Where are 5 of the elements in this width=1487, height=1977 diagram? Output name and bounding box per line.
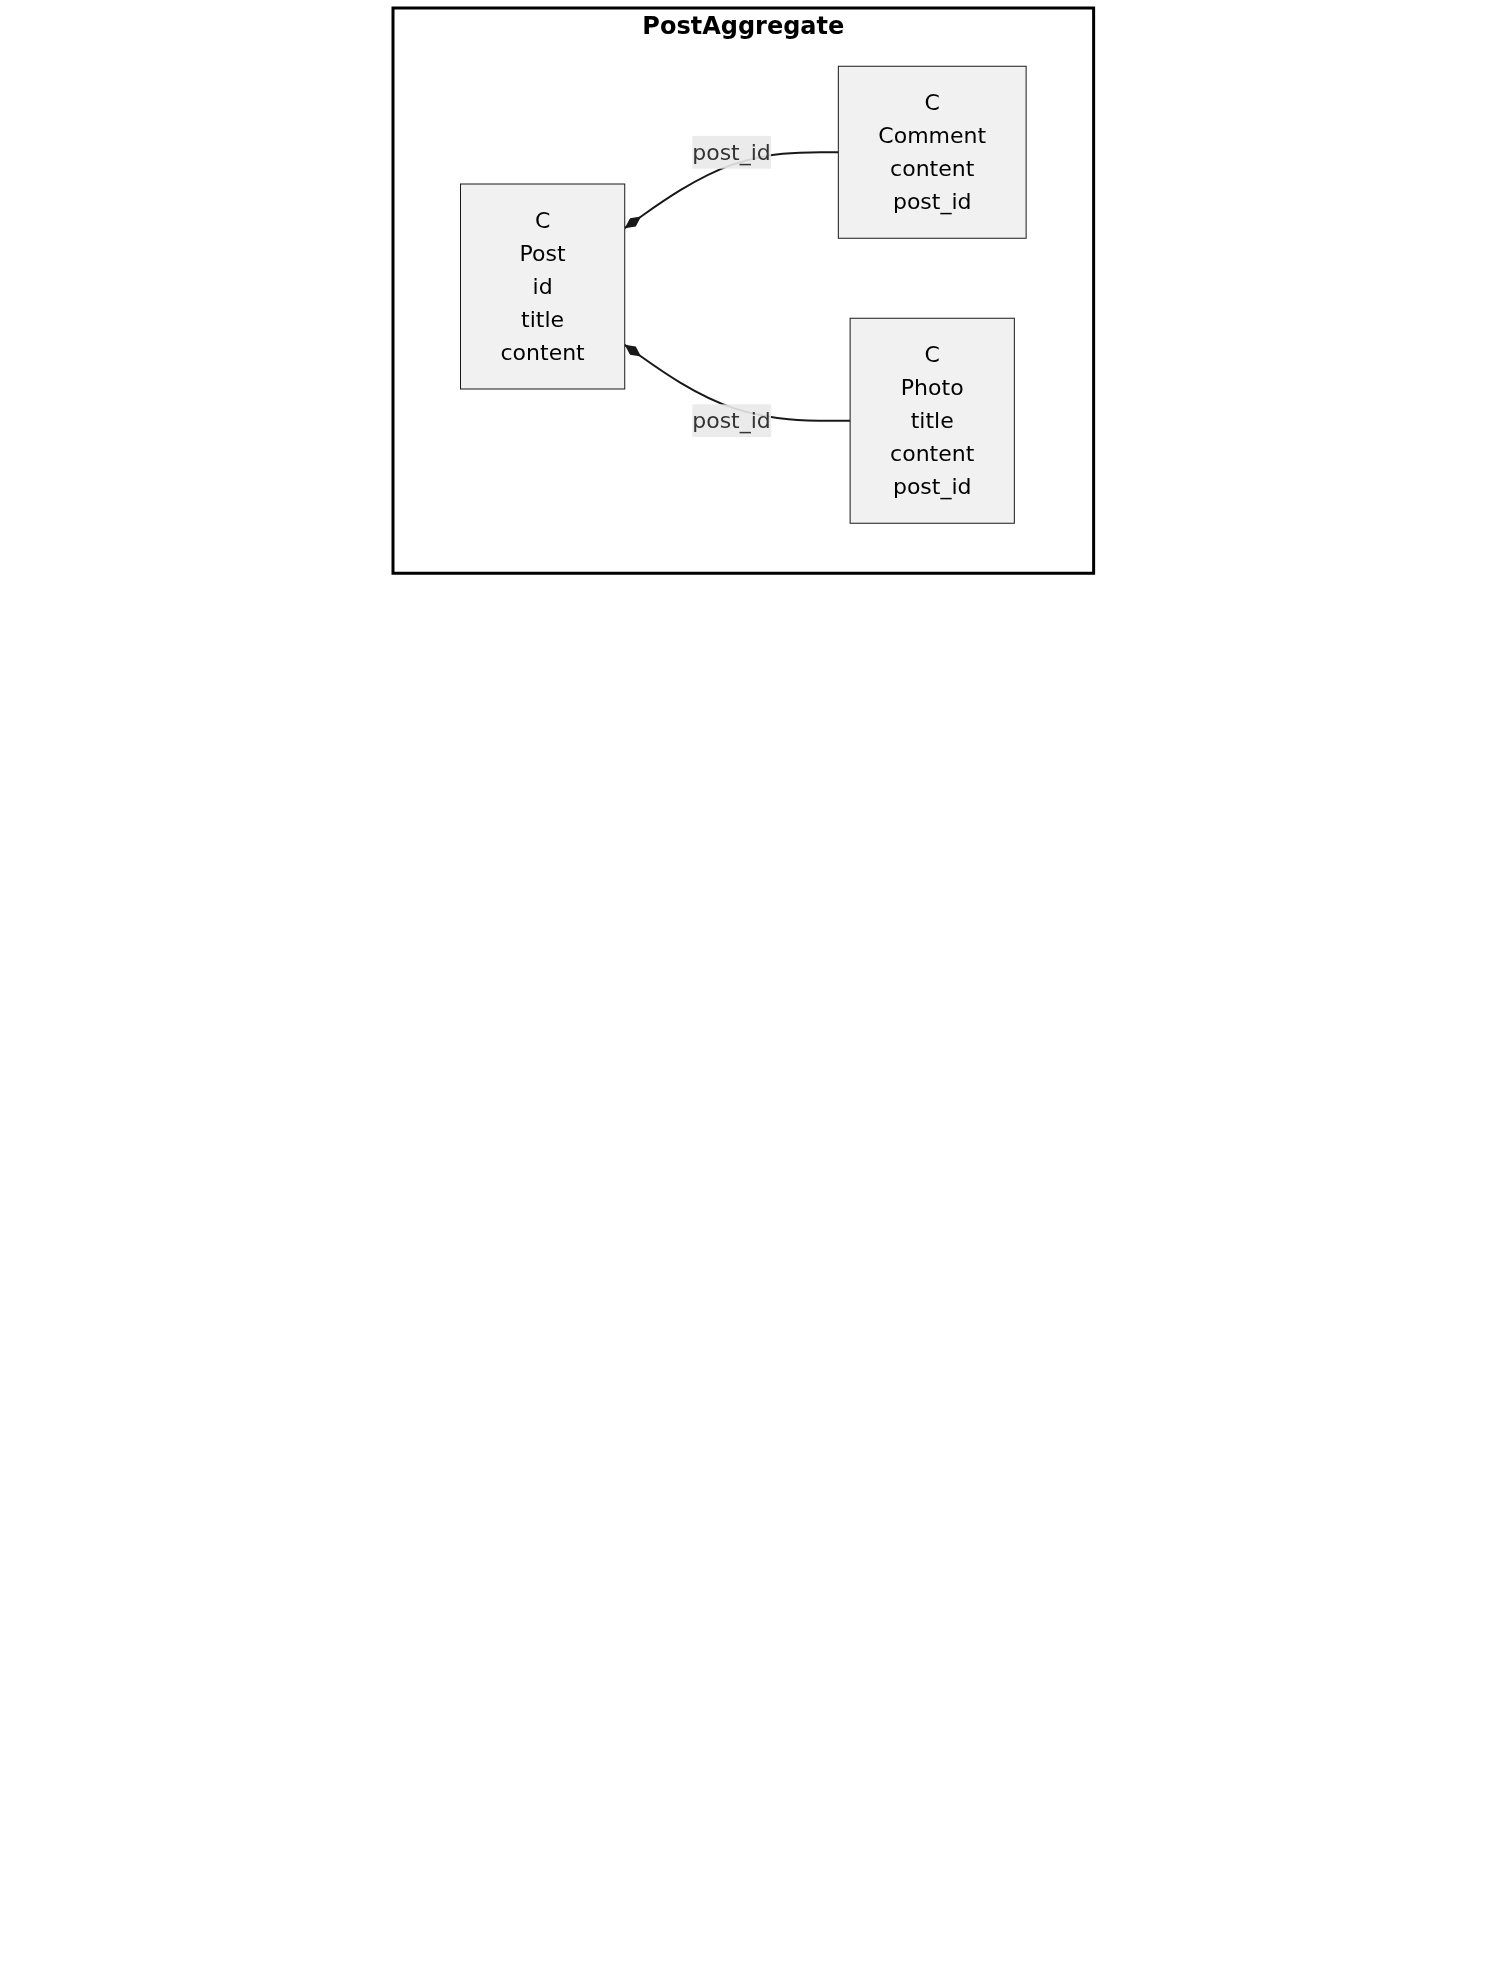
- edge-label: post_id: [692, 408, 772, 434]
- node-box: C Photo title content post_id: [849, 317, 1016, 524]
- node-box: C Post id title content: [460, 183, 626, 390]
- edge-label: post_id: [692, 139, 772, 165]
- node-box: C Comment content post_id: [838, 65, 1027, 239]
